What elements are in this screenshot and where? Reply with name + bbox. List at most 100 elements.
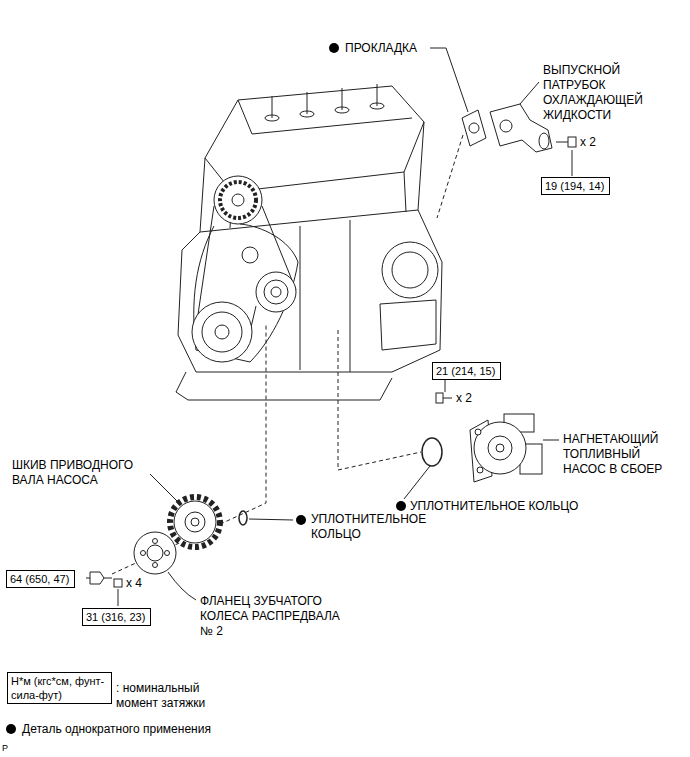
o-ring-part xyxy=(239,511,247,525)
part-name: ФЛАНЕЦ ЗУБЧАТОГО КОЛЕСА РАСПРЕДВАЛА № 2 xyxy=(200,594,352,639)
one-time-use-dot xyxy=(329,43,339,53)
engine-illustration xyxy=(380,300,436,350)
torque-value: 31 (316, 23) xyxy=(86,610,145,624)
pulley-part xyxy=(170,497,220,547)
coolant-outlet-part xyxy=(490,104,552,152)
one-time-use-dot xyxy=(296,515,306,525)
bolt-symbol xyxy=(114,579,122,587)
flange-part xyxy=(165,551,170,556)
engine-illustration xyxy=(200,122,424,232)
bolt-symbol xyxy=(436,393,443,403)
torque-value: Н*м (кгс*см, фунт-сила-фут) xyxy=(11,674,107,702)
engine-illustration xyxy=(232,194,244,206)
flange-part xyxy=(134,532,176,574)
engine-illustration xyxy=(264,280,288,304)
torque-box: 64 (650, 47) xyxy=(6,570,75,588)
fuel-pump-part xyxy=(475,429,481,435)
fuel-pump-part xyxy=(496,444,504,452)
engine-illustration xyxy=(192,302,252,362)
gasket-part xyxy=(462,110,486,146)
one-time-use-dot xyxy=(396,501,406,511)
flange-part xyxy=(147,545,163,561)
leader-line xyxy=(404,466,430,499)
legend-text: : номинальный момент затяжки xyxy=(116,681,205,710)
bolt-symbol xyxy=(86,137,576,587)
part-name: УПЛОТНИТЕЛЬНОЕ КОЛЬЦО xyxy=(311,512,436,542)
engine-illustration xyxy=(220,182,256,218)
bolt-symbol xyxy=(556,142,568,143)
leader-line xyxy=(150,474,178,502)
one-time-use-dot xyxy=(6,724,16,734)
bolt-symbol xyxy=(568,137,576,147)
leader-line xyxy=(445,380,446,392)
leader-line xyxy=(520,82,539,104)
legend-torque-box: Н*м (кгс*см, фунт-сила-фут) xyxy=(7,672,112,704)
legend-entry: Деталь однократного применения xyxy=(22,722,211,737)
part-name: ВЫПУСКНОЙ ПАТРУБОК ОХЛАЖДАЮЩЕЙ ЖИДКОСТИ xyxy=(543,63,655,123)
coolant-outlet-part xyxy=(490,104,552,152)
flange-part xyxy=(153,563,158,568)
engine-illustration xyxy=(370,103,384,109)
engine-illustration xyxy=(300,111,314,117)
figure-code: P xyxy=(2,741,8,756)
engine-illustration xyxy=(335,107,349,113)
bolt-symbol xyxy=(104,578,112,579)
assembly-line xyxy=(112,325,266,574)
torque-box: 31 (316, 23) xyxy=(82,608,151,626)
fuel-pump-part xyxy=(474,422,526,474)
engine-illustration xyxy=(214,176,262,224)
engine-illustration xyxy=(272,84,377,118)
engine-illustration xyxy=(176,372,392,400)
o-ring-part xyxy=(422,438,442,466)
bolt-symbol xyxy=(86,578,90,579)
part-name: НАГНЕТАЮЩИЙ ТОПЛИВНЫЙ НАСОС В СБОЕР xyxy=(563,432,675,477)
legend-entry: : номинальный момент затяжки xyxy=(116,681,228,711)
quantity-label: x 2 xyxy=(456,391,472,406)
quantity-label: x 2 xyxy=(580,135,596,150)
engine-illustration xyxy=(178,210,442,372)
flange-part xyxy=(134,532,176,574)
coolant-outlet-part xyxy=(539,133,549,149)
fuel-pump-part xyxy=(470,414,542,482)
pulley-part xyxy=(191,518,199,526)
engine-illustration xyxy=(202,312,242,352)
engine-illustration xyxy=(271,287,281,297)
engine-illustration xyxy=(242,247,258,263)
torque-box: 19 (194, 14) xyxy=(541,177,610,195)
torque-value: 21 (214, 15) xyxy=(436,364,495,378)
leader-line xyxy=(168,572,196,600)
gasket-part xyxy=(469,123,479,133)
engine-illustration xyxy=(238,100,412,134)
engine-illustration xyxy=(265,115,279,121)
engine-illustration xyxy=(392,252,428,288)
pulley-part xyxy=(174,501,216,543)
leader-line xyxy=(118,589,119,606)
quantity-label: x 4 xyxy=(126,576,142,591)
torque-value: 64 (650, 47) xyxy=(10,572,69,586)
assembly-line xyxy=(437,135,463,218)
engine-illustration xyxy=(215,325,229,339)
leader-line xyxy=(118,48,572,606)
engine-illustration xyxy=(382,242,438,298)
torque-value: 19 (194, 14) xyxy=(545,179,604,193)
leader-line xyxy=(572,150,573,176)
gasket-part xyxy=(462,110,486,146)
leader-line xyxy=(543,440,559,441)
fuel-pump-part xyxy=(488,436,512,460)
coolant-outlet-part xyxy=(500,120,512,132)
flange-part xyxy=(141,551,146,556)
legend-text: Деталь однократного применения xyxy=(22,722,211,736)
one-time-use-dot xyxy=(6,43,406,734)
part-name: ПРОКЛАДКА xyxy=(345,41,417,56)
part-name: УПЛОТНИТЕЛЬНОЕ КОЛЬЦО xyxy=(410,499,578,514)
torque-box: 21 (214, 15) xyxy=(432,362,501,380)
leader-line xyxy=(430,48,468,112)
leader-line xyxy=(249,519,293,520)
pulley-part xyxy=(170,497,220,547)
engine-illustration xyxy=(300,220,350,372)
engine-illustration xyxy=(256,272,296,312)
part-name: ШКИВ ПРИВОДНОГО ВАЛА НАСОСА xyxy=(12,458,140,488)
bolt-symbol xyxy=(90,572,104,584)
